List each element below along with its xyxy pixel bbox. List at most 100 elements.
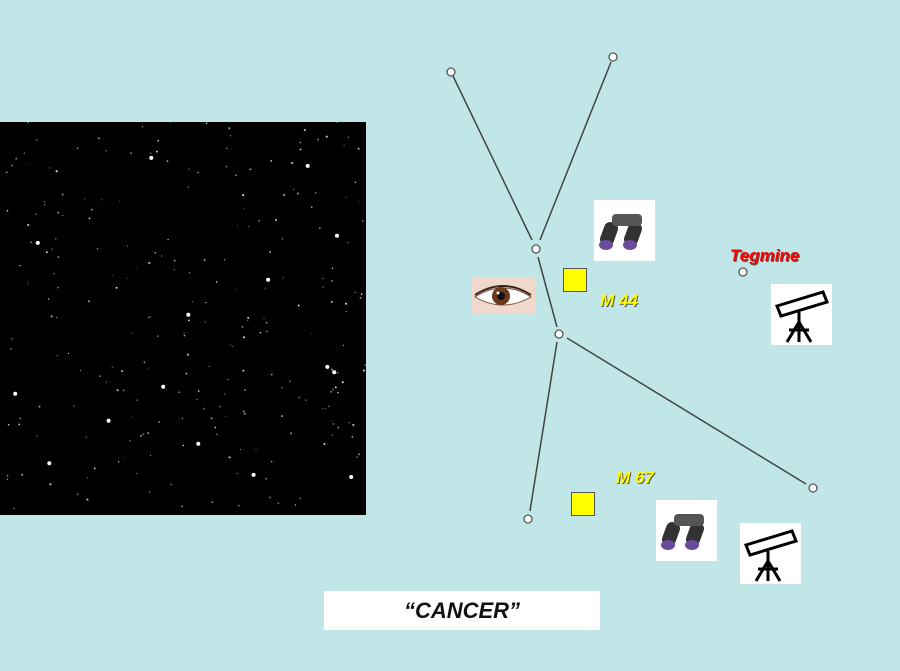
star: [336, 371, 339, 374]
star-field: [5, 121, 367, 510]
star: [354, 291, 357, 294]
star: [251, 472, 256, 477]
star-marker: [608, 52, 618, 62]
star: [170, 483, 173, 486]
star: [187, 319, 190, 322]
star: [311, 206, 313, 208]
star: [86, 498, 89, 501]
star: [150, 152, 152, 154]
star: [331, 420, 333, 422]
star: [270, 160, 273, 162]
star: [255, 448, 257, 451]
star: [36, 434, 38, 437]
star: [356, 456, 358, 458]
star: [38, 405, 41, 408]
star: [56, 316, 58, 319]
star: [347, 136, 349, 138]
star: [147, 368, 149, 370]
star: [364, 364, 367, 366]
star: [243, 412, 246, 415]
star: [336, 121, 338, 124]
star: [126, 245, 129, 247]
eye-icon: [471, 277, 535, 314]
star: [317, 138, 320, 141]
star: [358, 201, 360, 203]
star: [181, 505, 184, 507]
star: [105, 381, 108, 383]
star: [130, 152, 132, 154]
star: [243, 336, 246, 339]
star: [234, 289, 236, 291]
star: [315, 192, 317, 194]
star: [132, 416, 134, 418]
star: [154, 251, 157, 254]
star: [330, 300, 333, 303]
star: [186, 312, 191, 317]
star: [11, 337, 14, 340]
star: [115, 286, 118, 289]
star-marker: [531, 244, 541, 254]
star: [229, 344, 232, 346]
constellation-line: [537, 256, 558, 328]
star: [67, 352, 70, 355]
star: [299, 497, 302, 500]
star: [223, 393, 226, 395]
tegmine-label: Tegmine: [730, 246, 800, 265]
star: [325, 364, 330, 369]
star: [76, 147, 79, 150]
star-marker: [523, 514, 533, 524]
star: [210, 417, 213, 420]
star: [148, 491, 151, 493]
star: [331, 279, 333, 282]
star: [298, 396, 301, 399]
star: [26, 283, 29, 286]
star: [19, 417, 22, 420]
m44-label: M 44: [600, 291, 638, 310]
star: [112, 274, 114, 277]
star: [43, 203, 46, 206]
star: [121, 370, 124, 373]
star: [204, 321, 206, 323]
star: [281, 386, 283, 389]
star: [185, 372, 188, 375]
star: [343, 144, 345, 146]
star: [48, 167, 51, 169]
star: [161, 384, 166, 389]
star: [249, 168, 252, 171]
star: [19, 264, 21, 267]
star: [126, 277, 128, 280]
star: [283, 193, 286, 196]
star: [97, 137, 100, 140]
star: [61, 193, 64, 196]
star: [258, 219, 261, 222]
star: [173, 269, 175, 271]
star: [361, 219, 364, 222]
star: [122, 389, 125, 392]
star: [304, 399, 307, 402]
star: [202, 407, 206, 410]
star: [218, 405, 222, 408]
star: [76, 493, 79, 496]
star: [349, 475, 354, 479]
star: [330, 390, 333, 393]
telescope-icon: [771, 284, 832, 345]
star: [248, 225, 250, 228]
star: [6, 210, 9, 212]
star: [291, 161, 294, 164]
star: [84, 198, 86, 200]
star: [192, 301, 194, 303]
star: [263, 317, 265, 319]
star: [188, 168, 190, 170]
star: [265, 321, 268, 324]
star: [178, 391, 180, 393]
star: [290, 432, 293, 435]
star: [197, 171, 199, 174]
star: [55, 238, 57, 240]
star: [332, 422, 335, 426]
star: [10, 164, 14, 167]
star: [79, 369, 82, 372]
star: [166, 160, 169, 163]
star: [96, 248, 99, 250]
star: [211, 501, 213, 503]
star-marker: [446, 67, 456, 77]
